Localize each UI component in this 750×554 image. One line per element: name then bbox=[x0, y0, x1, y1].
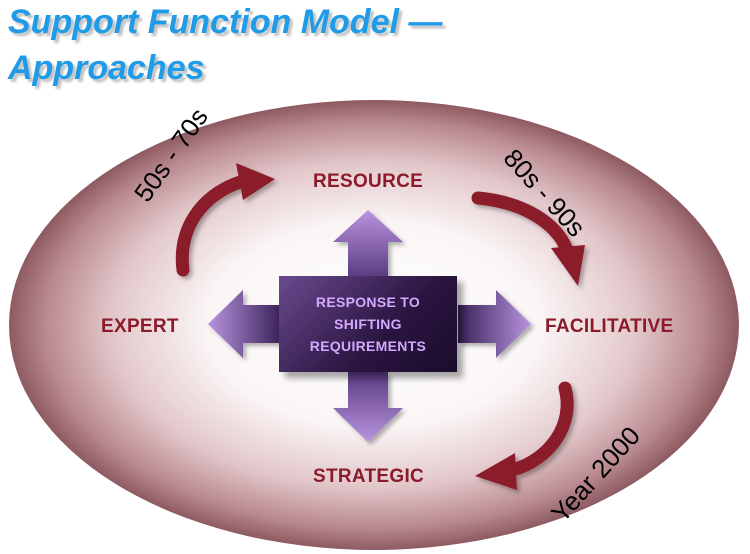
title-line-2: Approaches bbox=[8, 49, 205, 87]
arrow-down bbox=[333, 372, 403, 442]
node-expert: EXPERT bbox=[101, 316, 179, 337]
center-text-line-2: SHIFTING bbox=[334, 316, 402, 332]
node-resource: RESOURCE bbox=[313, 171, 424, 192]
curved-arrow-resource-to-facilitative bbox=[471, 191, 585, 286]
curved-arrow-facilitative-to-strategic bbox=[475, 381, 574, 490]
curved-arrow-expert-to-resource bbox=[175, 163, 275, 277]
center-text-line-1: RESPONSE TO bbox=[315, 294, 421, 310]
arrow-right bbox=[458, 290, 531, 358]
center-box: RESPONSE TO SHIFTING REQUIREMENTS bbox=[279, 276, 457, 372]
arrow-up bbox=[333, 210, 403, 278]
center-text-line-3: REQUIREMENTS bbox=[309, 338, 427, 354]
arrow-left bbox=[208, 290, 281, 358]
title-line-1: Support Function Model — bbox=[8, 3, 443, 41]
node-strategic: STRATEGIC bbox=[313, 466, 425, 487]
node-facilitative: FACILITATIVE bbox=[545, 316, 674, 337]
